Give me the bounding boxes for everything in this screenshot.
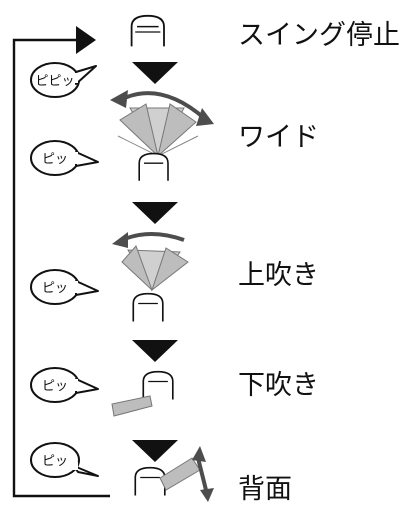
swing-arrowhead: [112, 232, 128, 248]
fan-icon: [134, 466, 166, 496]
speech-bubble-icon: ピピッ: [30, 62, 97, 98]
step-label-back: 背面: [238, 474, 292, 505]
speech-bubble-icon: ピッ: [30, 140, 99, 176]
beep-label: ピッ: [42, 152, 68, 167]
speech-bubble-icon: ピッ: [30, 269, 99, 305]
swing-arrowhead: [110, 90, 128, 108]
beep-label: ピッ: [42, 281, 68, 296]
down-triangle-icon: [132, 440, 178, 462]
airflow-fan-icon: [121, 245, 189, 292]
beep-label: ピッ: [42, 454, 68, 469]
swing-arrowhead: [192, 446, 206, 462]
swing-arrow-icon: [196, 457, 208, 491]
step-label-wide: ワイド: [238, 122, 319, 153]
beep-label: ピピッ: [35, 74, 74, 89]
fan-icon: [130, 14, 165, 47]
down-triangle-icon: [132, 202, 178, 224]
step-label-swing-stop: スイング停止: [238, 20, 400, 51]
loop-arrow-icon: [12, 38, 110, 498]
step-label-down: 下吹き: [238, 370, 319, 401]
down-triangle-icon: [132, 62, 178, 84]
airflow-fan-icon: [117, 103, 199, 158]
swing-arrowhead: [196, 108, 214, 126]
airflow-icon: [111, 395, 153, 417]
fan-icon: [138, 152, 169, 181]
speech-bubble-icon: ピッ: [30, 367, 99, 403]
speech-bubble-icon: ピッ: [30, 442, 99, 478]
fan-icon: [142, 370, 174, 400]
swing-arrowhead: [200, 488, 214, 502]
step-label-up: 上吹き: [238, 260, 319, 291]
fan-icon: [132, 292, 164, 322]
airflow-icon: [159, 457, 201, 491]
beep-label: ピッ: [42, 379, 68, 394]
down-triangle-icon: [132, 340, 178, 362]
swing-arrow-icon: [121, 232, 185, 242]
loop-arrowhead: [76, 26, 96, 54]
swing-arrow-icon: [119, 91, 206, 120]
